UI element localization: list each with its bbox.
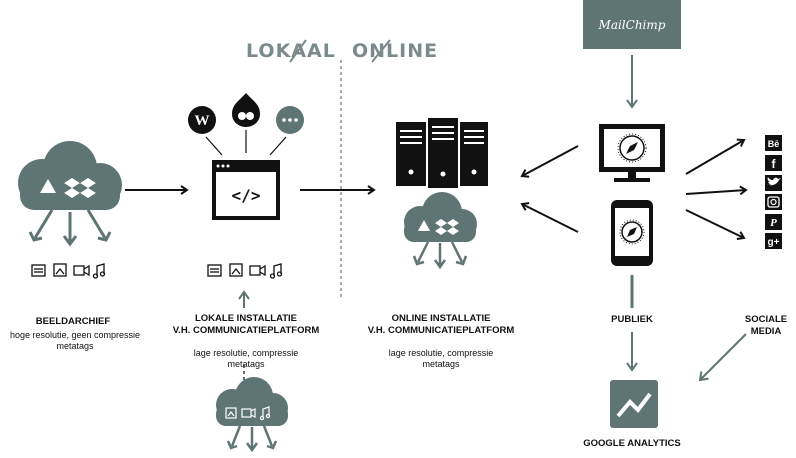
tablet-icon (611, 200, 653, 266)
sociale-media-label: SOCIALE MEDIA (736, 314, 796, 338)
mailchimp-label: MailChimp (598, 17, 666, 32)
twitter-glyph (767, 177, 781, 186)
online-desc-line2: metatags (422, 359, 460, 369)
cms-connector-lines (205, 130, 287, 156)
lokale-desc-line2: metatags (227, 359, 265, 369)
drupal-icon (232, 93, 260, 127)
instagram-glyph (767, 196, 780, 208)
monitor-icon (599, 124, 665, 182)
cloud-beeldarchief-icon (18, 141, 122, 210)
more-cms-icon (276, 106, 304, 134)
online-desc-line1: lage resolutie, compressie (388, 348, 494, 358)
social-glyphs: Bē f P g+ (767, 139, 781, 248)
lokale-desc: lage resolutie, compressie metatags (176, 348, 316, 370)
arrow-social-to-analytics (698, 333, 747, 382)
sociale-media-line1: SOCIALE (744, 314, 788, 325)
publiek-label: PUBLIEK (611, 314, 653, 325)
arrow-to-social-2 (685, 185, 748, 196)
cloud-bottom-icon (216, 377, 288, 426)
google-analytics-label: GOOGLE ANALYTICS (583, 438, 681, 449)
googleplus-glyph: g+ (768, 237, 780, 248)
header-online: ONLINE (352, 40, 439, 62)
header-lokaal: LOKAAL (246, 40, 336, 62)
social-icons (765, 135, 782, 249)
svg-text:W: W (195, 113, 210, 129)
mailchimp-box: MailChimp (583, 0, 681, 49)
cloud-down-arrows-icon (28, 209, 112, 247)
online-strike (371, 39, 391, 63)
facebook-icon (765, 155, 782, 171)
lokaal-strike (289, 39, 307, 63)
arrow-to-social-1 (685, 138, 746, 175)
online-desc: lage resolutie, compressie metatags (371, 348, 511, 370)
online-title-line2: V.H. COMMUNICATIEPLATFORM (367, 325, 515, 336)
beeldarchief-title: BEELDARCHIEF (35, 316, 111, 327)
lokale-desc-line1: lage resolutie, compressie (193, 348, 299, 358)
code-window-icon: </> (212, 160, 280, 220)
pinterest-icon (765, 214, 782, 230)
beeldarchief-desc-line1: hoge resolutie, geen compressie (9, 330, 141, 340)
online-title: ONLINE INSTALLATIE V.H. COMMUNICATIEPLAT… (356, 313, 526, 337)
lokale-title-line1: LOKALE INSTALLATIE (194, 313, 298, 324)
sociale-media-line2: MEDIA (750, 326, 782, 337)
media-icons-left (31, 263, 106, 279)
server-icon (396, 118, 488, 188)
beeldarchief-desc-line2: metatags (56, 341, 94, 351)
cloud-online-icon (404, 192, 477, 242)
cloud-online-down-arrows (412, 241, 468, 270)
arrow-to-social-3 (685, 209, 746, 240)
arrow-tablet-to-server (520, 202, 579, 233)
arrow-desktop-to-server (520, 145, 579, 178)
beeldarchief-desc: hoge resolutie, geen compressie metatags (0, 330, 150, 352)
pinterest-glyph: P (770, 217, 777, 229)
media-icons-middle (207, 263, 283, 279)
facebook-glyph: f (772, 157, 777, 171)
cloud-bottom-down-arrows (226, 425, 278, 453)
googleplus-icon (765, 233, 782, 249)
instagram-icon (765, 194, 782, 210)
wordpress-icon: W (188, 106, 216, 134)
online-title-line1: ONLINE INSTALLATIE (391, 313, 491, 324)
lokale-title-line2: V.H. COMMUNICATIEPLATFORM (172, 325, 320, 336)
google-analytics-icon (610, 380, 658, 428)
cloud-bottom-media (225, 406, 271, 421)
lokale-title: LOKALE INSTALLATIE V.H. COMMUNICATIEPLAT… (166, 313, 326, 337)
behance-icon (765, 135, 782, 151)
behance-glyph: Bē (768, 139, 780, 149)
svg-text:</>: </> (232, 186, 261, 205)
